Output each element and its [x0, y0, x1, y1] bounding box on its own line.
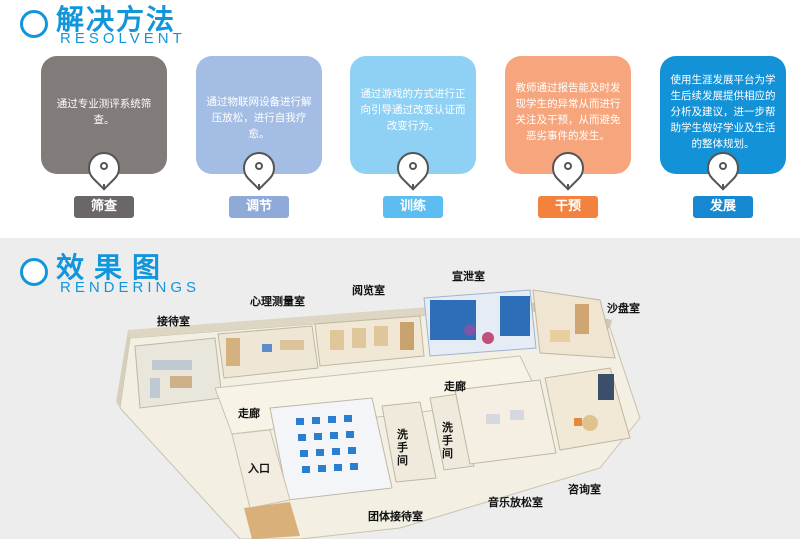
table	[170, 376, 192, 388]
section-title: 效果图	[56, 251, 171, 284]
room-label-entrance: 入口	[248, 462, 270, 475]
room-label-consult: 咨询室	[568, 483, 601, 496]
round-table	[582, 415, 598, 431]
room-washroom-1	[381, 401, 437, 483]
card-label: 调节	[229, 196, 289, 218]
circle-icon	[20, 258, 48, 286]
room-label-corridor-right: 走廊	[444, 380, 466, 393]
sofa	[152, 360, 192, 370]
renderings-band: 接待室 心理测量室 阅览室 宣泄室 沙盘室 走廊 走廊 入口 洗手间 洗手间 团…	[0, 238, 800, 539]
room-label-music-relax: 音乐放松室	[488, 496, 543, 509]
card-text: 通过游戏的方式进行正向引导通过改变认证而改变行为。	[350, 56, 476, 174]
room-reception	[134, 337, 223, 409]
pin-dot	[100, 162, 108, 170]
pin-dot	[409, 162, 417, 170]
chair-grid	[296, 415, 358, 473]
reading-desk	[352, 328, 366, 348]
solution-cards: 通过专业测评系统筛查。 筛查 通过物联网设备进行解压放松，进行自我疗愈。 调节 …	[0, 56, 800, 226]
cabinet	[226, 338, 240, 366]
card-label: 发展	[693, 196, 753, 218]
desk	[280, 340, 304, 350]
circle-icon	[20, 10, 48, 38]
outer-wall	[116, 330, 130, 408]
chair	[262, 344, 272, 352]
wall-panel	[500, 296, 530, 336]
room-label-psych-test: 心理测量室	[250, 295, 305, 308]
pin-stem	[722, 184, 724, 190]
room-washroom-2	[429, 393, 475, 471]
section-subtitle: RENDERINGS	[60, 279, 201, 296]
room-label-group-reception: 团体接待室	[368, 510, 423, 523]
pin-dot	[255, 162, 263, 170]
bookshelf	[598, 374, 614, 400]
punching-bag	[464, 324, 476, 336]
room-music-relax	[454, 379, 557, 465]
pin-stem	[412, 184, 414, 190]
stairs	[244, 502, 300, 539]
room-label-venting: 宣泄室	[452, 270, 485, 283]
room-sandtray	[532, 289, 616, 359]
section-title: 解决方法	[56, 3, 177, 36]
room-label-corridor-left: 走廊	[238, 407, 260, 420]
card-label: 干预	[538, 196, 598, 218]
relax-chair	[486, 414, 500, 424]
room-reading	[314, 315, 425, 367]
relax-chair	[510, 410, 524, 420]
section-subtitle: RESOLVENT	[60, 30, 186, 47]
section-header-resolvent: 解决方法 RESOLVENT	[20, 0, 280, 50]
pin-dot	[564, 162, 572, 170]
room-label-reception: 接待室	[157, 315, 190, 328]
pin-dot	[719, 162, 727, 170]
room-label-reading: 阅览室	[352, 284, 385, 297]
reading-desk	[330, 330, 344, 350]
sand-table	[550, 330, 570, 342]
floorplan-illustration	[116, 289, 641, 539]
section-header-renderings: 效果图 RENDERINGS	[20, 246, 280, 296]
room-group-reception	[269, 397, 393, 501]
reading-desk	[374, 326, 388, 346]
card-label: 筛查	[74, 196, 134, 218]
pin-stem	[567, 184, 569, 190]
pin-stem	[103, 184, 105, 190]
card-label: 训练	[383, 196, 443, 218]
punching-bag	[482, 332, 494, 344]
room-label-sandtray: 沙盘室	[607, 302, 640, 315]
outer-wall	[128, 300, 520, 338]
sofa	[150, 378, 160, 398]
room-label-washroom-2: 洗手间	[442, 421, 453, 460]
shelf	[575, 304, 589, 334]
room-label-washroom-1: 洗手间	[397, 428, 408, 467]
armchair	[574, 418, 582, 426]
entrance-area	[231, 429, 291, 509]
pin-stem	[258, 184, 260, 190]
bookshelf	[400, 322, 414, 350]
